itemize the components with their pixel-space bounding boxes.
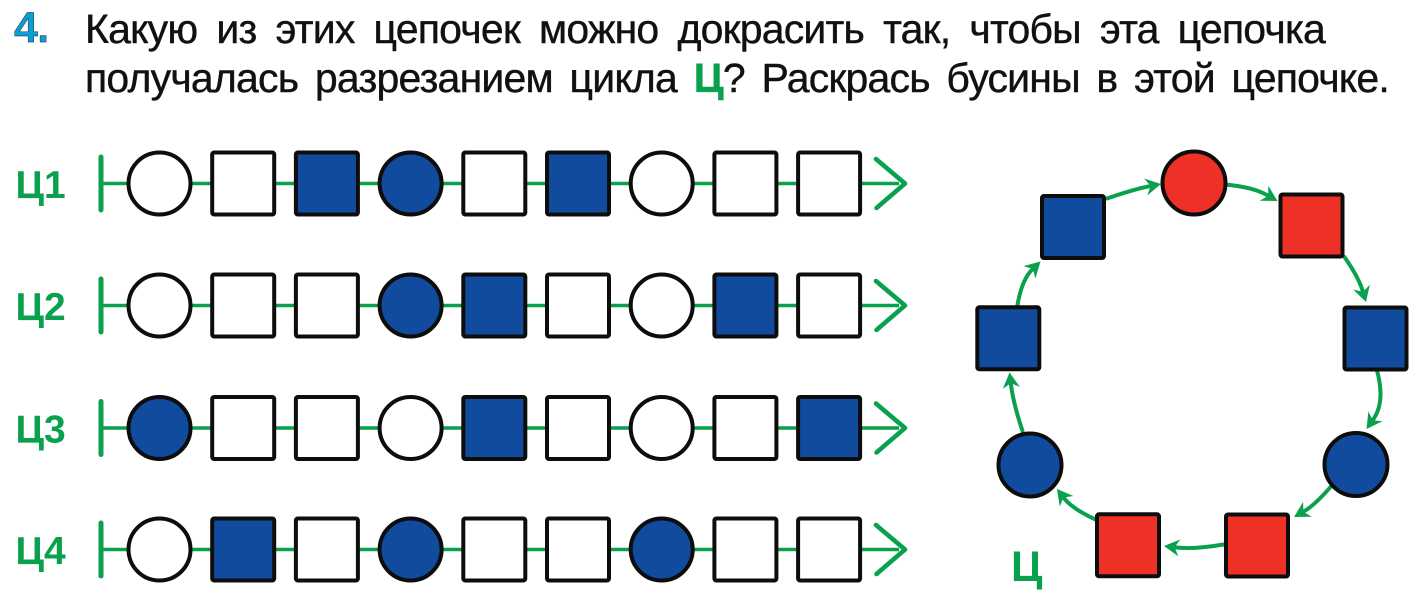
svg-text:Ц3: Ц3 xyxy=(16,409,66,452)
svg-text:Ц: Ц xyxy=(1011,543,1043,591)
svg-text:Ц2: Ц2 xyxy=(16,286,66,329)
svg-text:Ц4: Ц4 xyxy=(16,530,66,573)
svg-text:Ц1: Ц1 xyxy=(16,164,66,207)
